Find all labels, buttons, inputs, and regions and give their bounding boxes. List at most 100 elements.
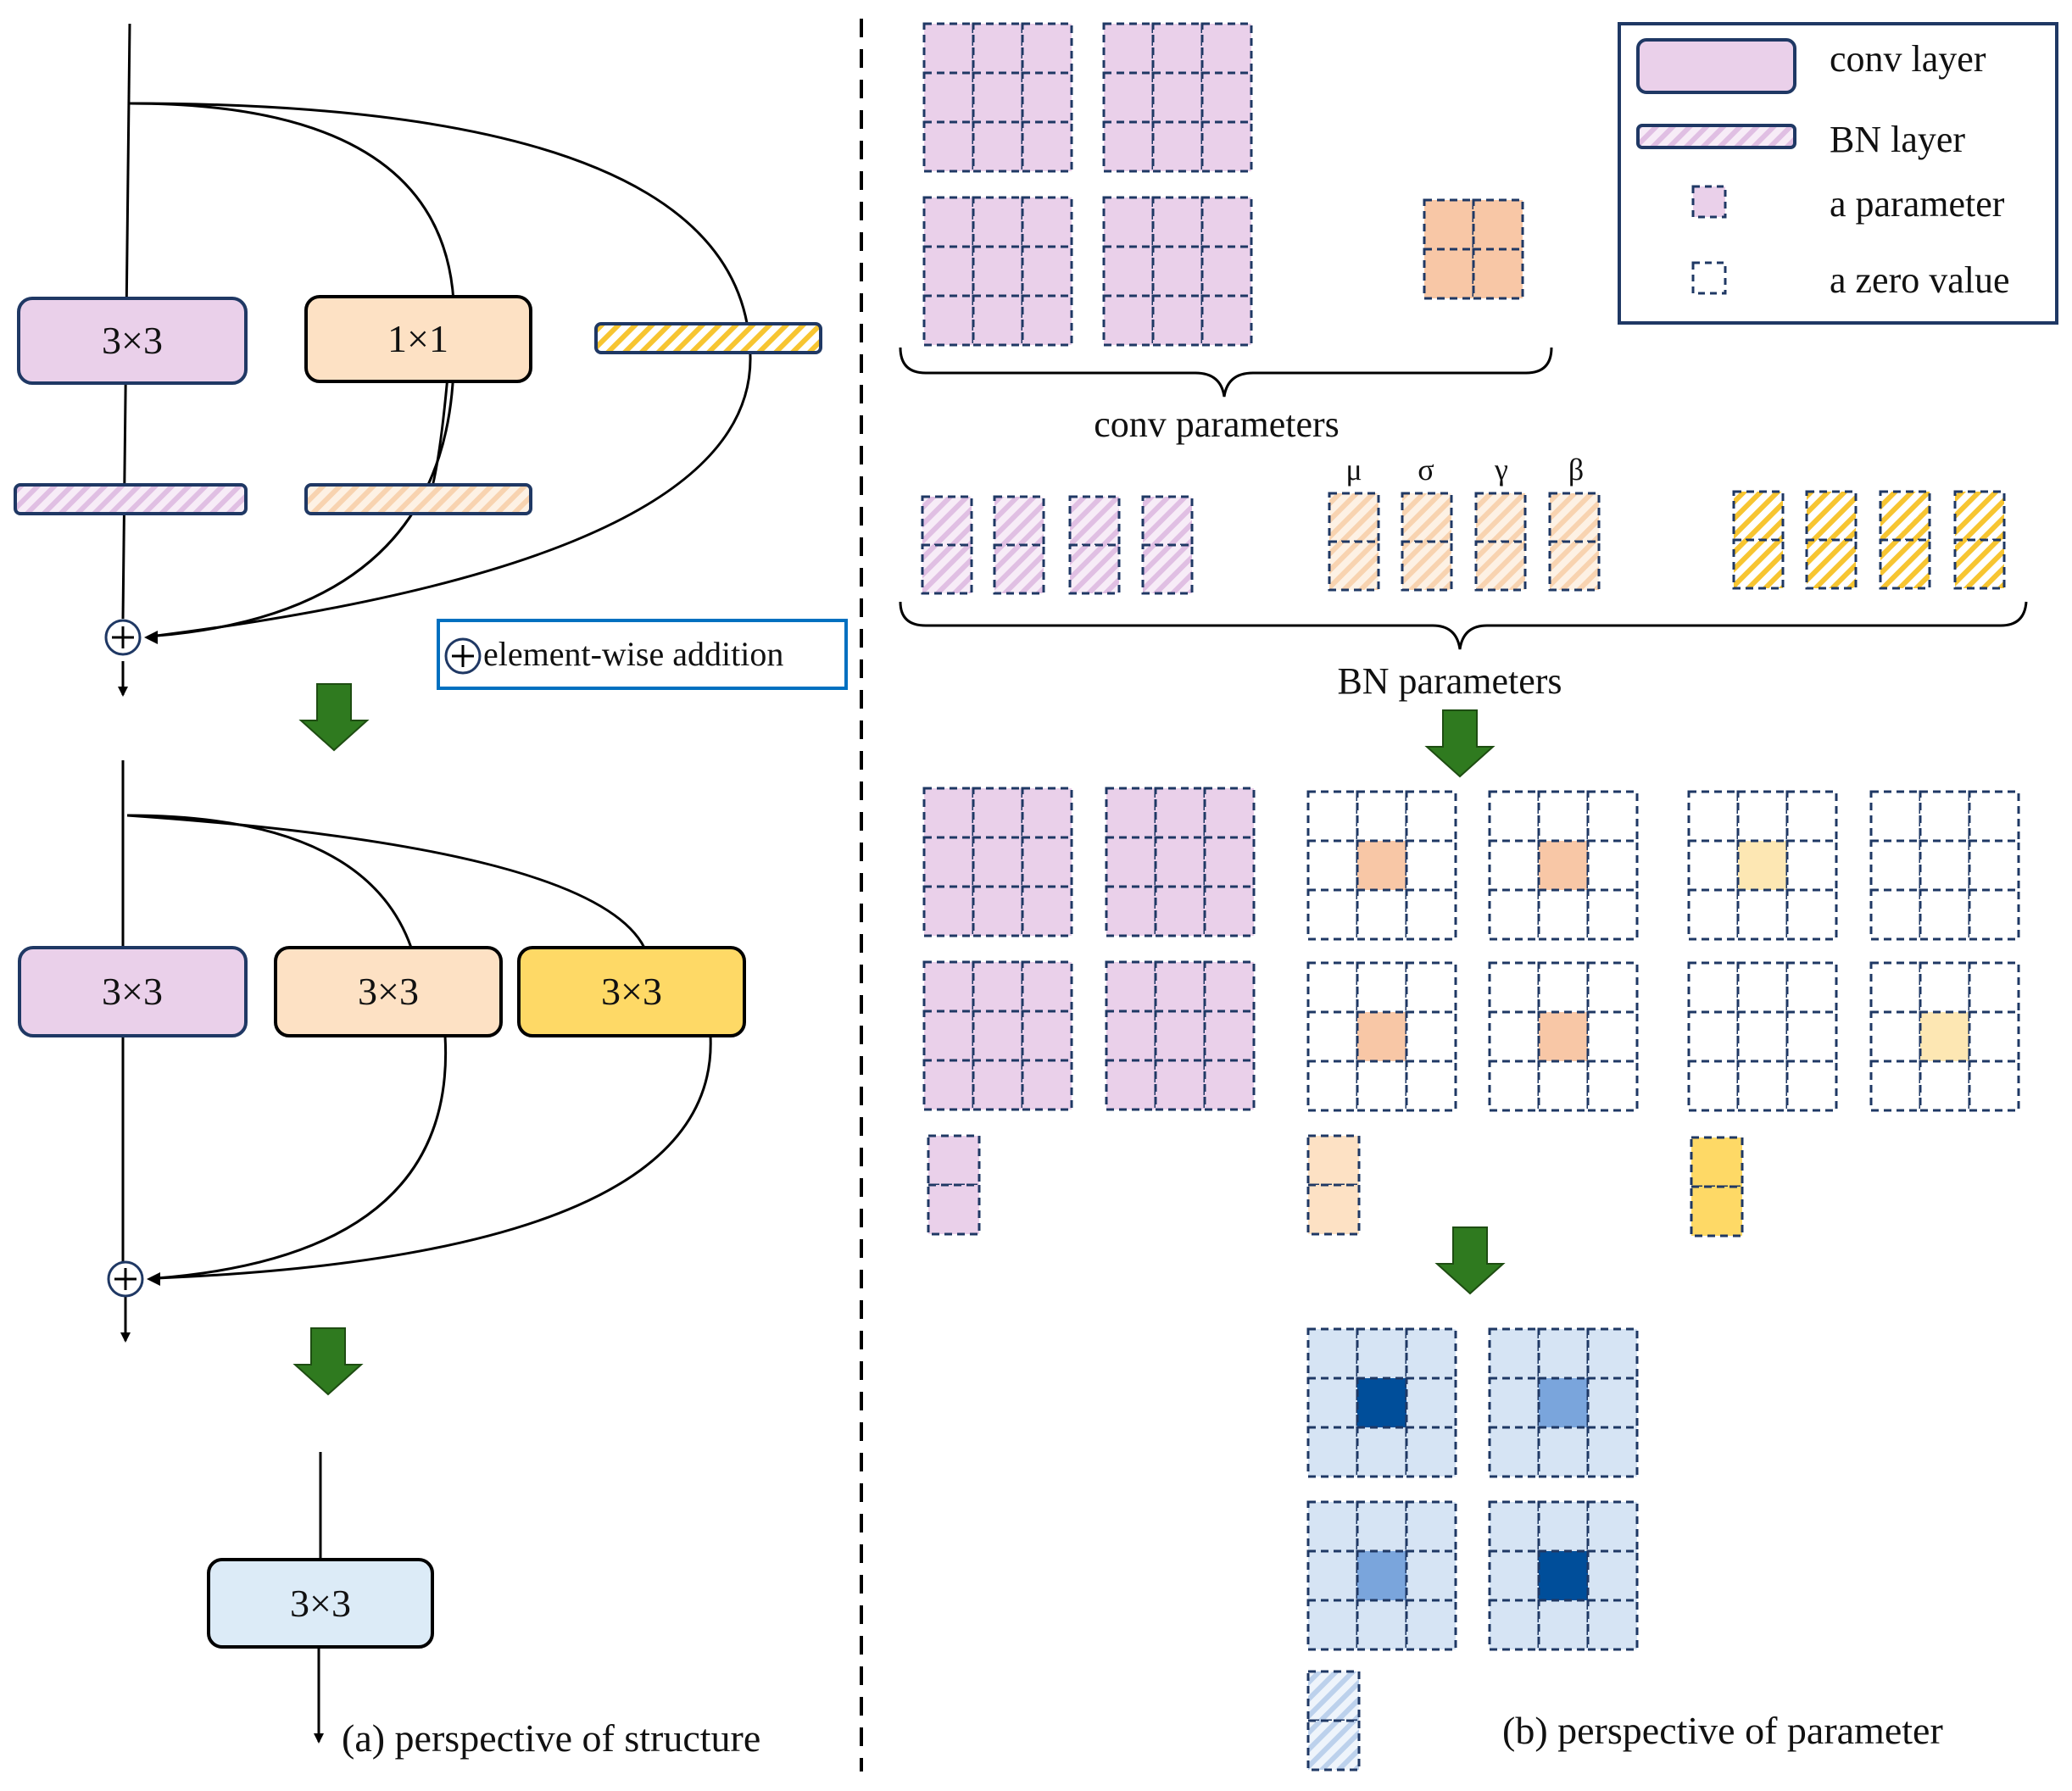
- stage1-conv1x1-box: [304, 295, 532, 383]
- fused-bias-purple-cell: [927, 1134, 981, 1187]
- legend-bn-swatch: [1636, 124, 1796, 149]
- bn-conv3x3-param-cell: [993, 543, 1045, 595]
- addition-note-label: element-wise addition: [483, 635, 783, 673]
- padded-1x1-kernel-cell: [1405, 961, 1457, 1014]
- stage3-conv3x3-label: 3×3: [290, 1582, 351, 1625]
- identity-kernel-b-cell: [1919, 888, 1971, 941]
- final-kernel-a-cell: [1306, 1426, 1359, 1478]
- identity-kernel-b-cell: [1869, 790, 1922, 843]
- stage1-conv3x3-bn-bar: [14, 483, 248, 515]
- final-kernel-c-cell: [1356, 1500, 1408, 1553]
- final-kernel-b-cell: [1488, 1426, 1540, 1478]
- stage2-conv3x3-b-label: 3×3: [358, 970, 419, 1013]
- final-kernel-c-cell: [1356, 1599, 1408, 1651]
- conv3x3-kernel-cell: [972, 245, 1024, 298]
- final-kernel-c-cell: [1306, 1500, 1359, 1553]
- padded-1x1-kernel-cell: [1306, 1060, 1359, 1112]
- fused-conv3x3-kernel-cell: [1203, 1010, 1256, 1062]
- padded-1x1-kernel-cell: [1537, 1060, 1590, 1112]
- fused-conv3x3-kernel-cell: [922, 1010, 975, 1062]
- legend-parameter-label: a parameter: [1830, 183, 2005, 225]
- fused-conv3x3-kernel-cell: [922, 885, 975, 937]
- padded-1x1-kernel-cell: [1405, 1010, 1457, 1063]
- conv3x3-kernel-cell: [1021, 22, 1073, 75]
- bn-identity-param-cell: [1879, 538, 1931, 590]
- final-kernel-d-cell: [1586, 1549, 1639, 1602]
- padded-1x1-kernel-cell: [1405, 790, 1457, 843]
- fused-conv3x3-kernel-cell: [972, 1010, 1024, 1062]
- identity-kernel-c-cell: [1736, 1060, 1789, 1112]
- identity-kernel-c-cell: [1687, 1060, 1740, 1112]
- fused-bias-purple-cell: [927, 1183, 981, 1236]
- padded-1x1-kernel-cell: [1405, 888, 1457, 941]
- final-kernel-d-cell: [1537, 1549, 1590, 1602]
- padded-1x1-kernel-cell: [1488, 1010, 1540, 1063]
- conv3x3-kernel-cell: [1151, 22, 1204, 75]
- final-kernel-a-cell: [1306, 1327, 1359, 1380]
- bn-identity-param-cell: [1879, 490, 1931, 542]
- legend-zero-swatch: [1691, 261, 1727, 295]
- final-kernel-b-cell: [1537, 1327, 1590, 1380]
- fused-conv3x3-kernel-cell: [922, 1059, 975, 1111]
- legend-conv-swatch: [1636, 38, 1796, 94]
- bn-identity-param-cell: [1732, 538, 1785, 590]
- identity-kernel-c-cell: [1785, 1060, 1838, 1112]
- identity-kernel-b-cell: [1968, 888, 2020, 941]
- final-kernel-a-cell: [1405, 1377, 1457, 1429]
- fused-conv3x3-kernel-cell: [922, 960, 975, 1013]
- fused-conv3x3-kernel-cell: [1203, 1059, 1256, 1111]
- stage1-conv1x1-label: 1×1: [387, 317, 448, 360]
- legend: conv layer BN layer a parameter a zero v…: [1618, 22, 2058, 325]
- parameter-caption: (b) perspective of parameter: [1502, 1709, 1943, 1752]
- conv3x3-kernel-cell: [1151, 245, 1204, 298]
- fused-conv3x3-kernel-cell: [1105, 1059, 1157, 1111]
- final-kernel-c-cell: [1405, 1599, 1457, 1651]
- stage1-branch-bn-line: [129, 102, 752, 637]
- final-kernel-d-cell: [1537, 1599, 1590, 1651]
- fused-conv3x3-kernel-cell: [1154, 1010, 1206, 1062]
- conv3x3-kernel-cell: [972, 120, 1024, 173]
- final-kernel-d-cell: [1586, 1599, 1639, 1651]
- bn-identity-param-cell: [1805, 538, 1858, 590]
- fused-bias-yellow-cell: [1690, 1136, 1744, 1188]
- conv3x3-kernel-cell: [972, 196, 1024, 248]
- padded-1x1-kernel-cell: [1405, 1060, 1457, 1112]
- stage1-to-stage2-arrow-icon: [298, 683, 370, 752]
- fused-bias-orange-cell: [1306, 1183, 1361, 1236]
- fused-conv3x3-kernel-cell: [972, 960, 1024, 1013]
- identity-kernel-a-cell: [1736, 839, 1789, 892]
- conv3x3-kernel-cell: [922, 245, 975, 298]
- padded-1x1-kernel-cell: [1586, 839, 1639, 892]
- fused-conv3x3-kernel-cell: [1021, 885, 1073, 937]
- identity-kernel-a-cell: [1736, 888, 1789, 941]
- conv3x3-kernel-cell: [922, 294, 975, 347]
- final-kernel-c-cell: [1405, 1500, 1457, 1553]
- padded-1x1-kernel-cell: [1356, 839, 1408, 892]
- fused-conv3x3-kernel-cell: [1203, 960, 1256, 1013]
- stage2-lines: [120, 760, 712, 1343]
- final-kernel-c-cell: [1306, 1599, 1359, 1651]
- fused-conv3x3-kernel-cell: [972, 836, 1024, 888]
- identity-kernel-c-cell: [1736, 1010, 1789, 1063]
- identity-kernel-c-cell: [1785, 961, 1838, 1014]
- padded-1x1-kernel-cell: [1586, 961, 1639, 1014]
- identity-kernel-a-cell: [1785, 790, 1838, 843]
- bn-conv1x1-param-cell: [1401, 492, 1453, 543]
- identity-kernel-b-cell: [1919, 790, 1971, 843]
- final-kernel-a-cell: [1306, 1377, 1359, 1429]
- final-kernel-a-cell: [1356, 1327, 1408, 1380]
- bn-conv1x1-param-cell: [1548, 540, 1601, 592]
- stage2-merge-arrowhead: [147, 1272, 160, 1286]
- final-kernel-d-cell: [1488, 1549, 1540, 1602]
- final-kernel-a-cell: [1405, 1426, 1457, 1478]
- conv3x3-kernel-cell: [1200, 22, 1253, 75]
- final-kernel-b-cell: [1488, 1377, 1540, 1429]
- bn-to-fused-arrow-icon: [1424, 709, 1496, 778]
- fused-conv3x3-kernel-cell: [1021, 787, 1073, 839]
- fused-conv3x3-kernel-cell: [1203, 836, 1256, 888]
- identity-kernel-d-cell: [1869, 1060, 1922, 1112]
- padded-1x1-kernel-cell: [1537, 888, 1590, 941]
- structure-caption: (a) perspective of structure: [342, 1716, 760, 1760]
- bn-conv1x1-param-cell: [1474, 540, 1527, 592]
